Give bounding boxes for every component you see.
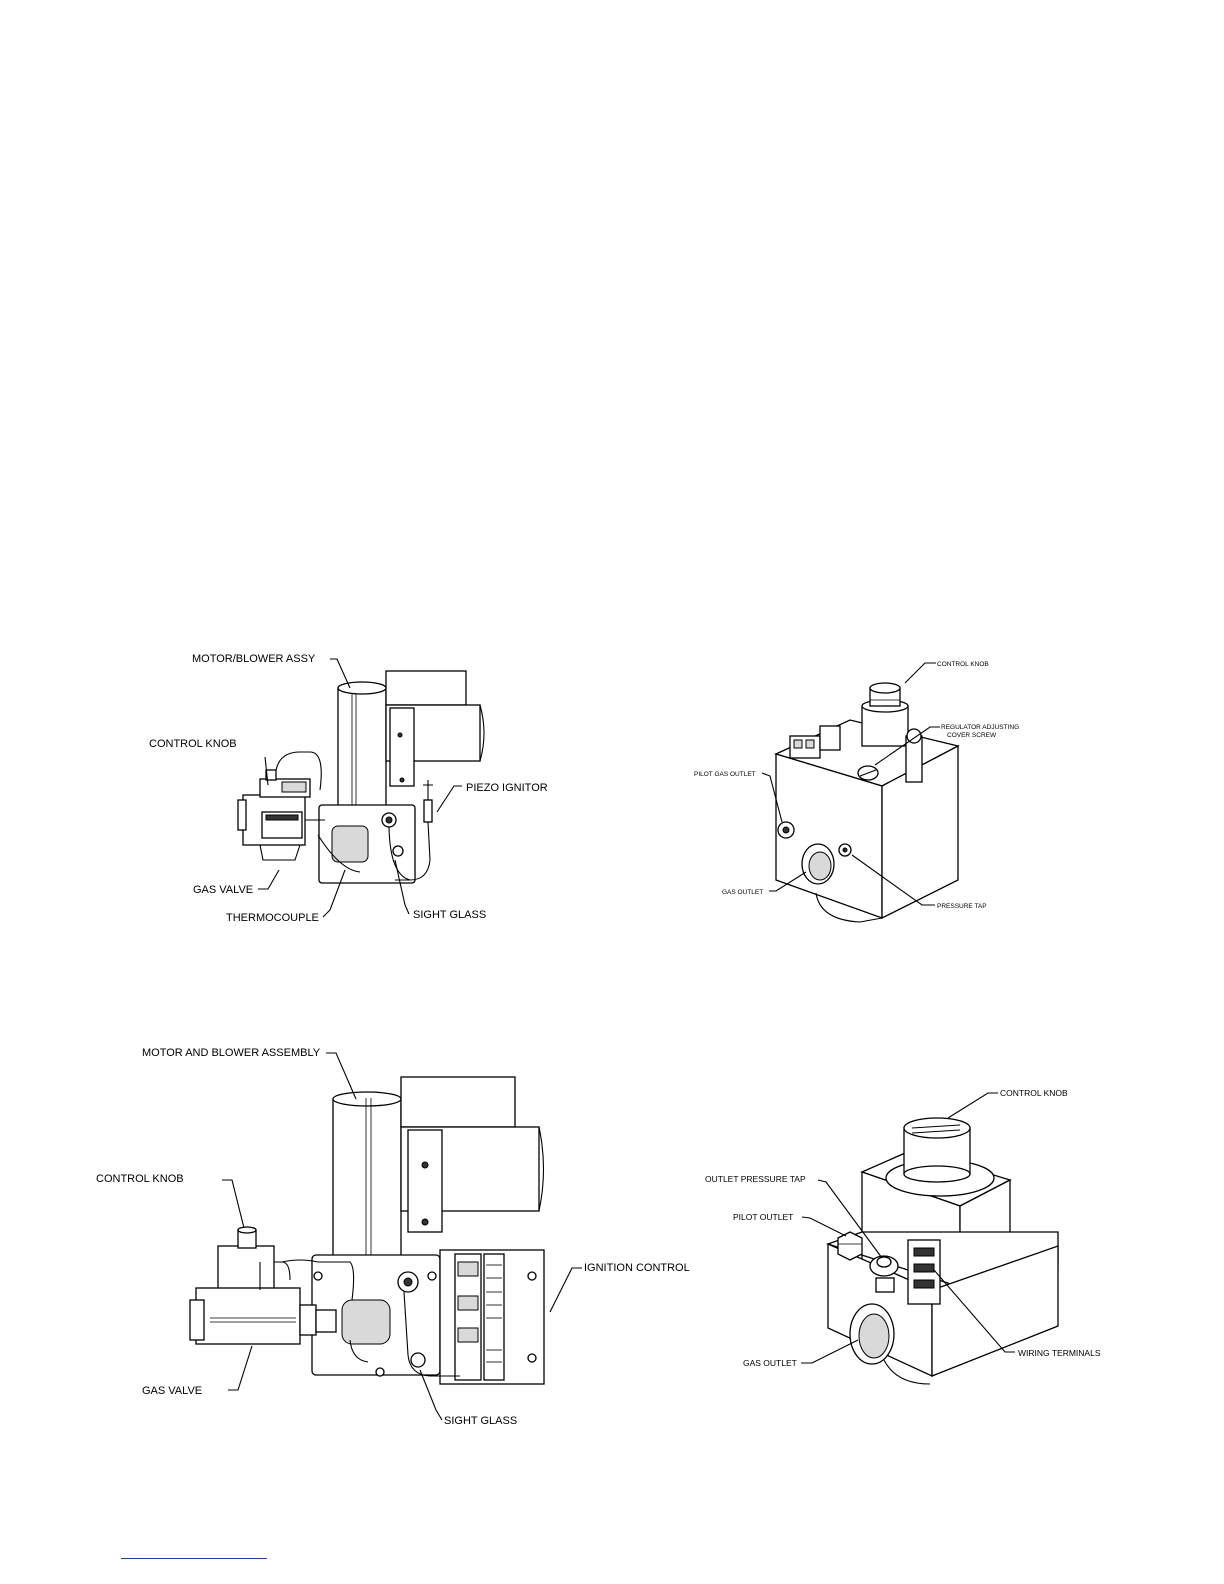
callout-control-knob-2: CONTROL KNOB — [937, 661, 989, 668]
callout-piezo-ignitor: PIEZO IGNITOR — [466, 782, 548, 794]
callout-motor-blower-assembly: MOTOR AND BLOWER ASSEMBLY — [142, 1047, 321, 1059]
callout-gas-valve: GAS VALVE — [193, 884, 253, 896]
callout-outlet-pressure-tap: OUTLET PRESSURE TAP — [705, 1174, 806, 1184]
callout-gas-outlet-2: GAS OUTLET — [743, 1358, 797, 1368]
blower-housing — [337, 687, 387, 811]
callout-sight-glass: SIGHT GLASS — [413, 909, 486, 921]
pilot-outlet — [837, 1231, 863, 1261]
callout-control-knob-4: CONTROL KNOB — [1000, 1088, 1068, 1098]
callout-pilot-outlet: PILOT OUTLET — [733, 1212, 793, 1222]
gas-valve-bottom-drawing — [801, 1092, 1059, 1385]
callout-regulator-line2: COVER SCREW — [947, 732, 997, 739]
callout-control-knob-3: CONTROL KNOB — [96, 1173, 184, 1185]
gas-valve-lower — [195, 1287, 301, 1345]
control-knob — [861, 705, 909, 747]
callout-motor-blower-assy: MOTOR/BLOWER ASSY — [192, 653, 316, 665]
callout-control-knob: CONTROL KNOB — [149, 738, 237, 750]
footer-rule — [121, 1558, 267, 1559]
callout-gas-outlet: GAS OUTLET — [722, 889, 763, 896]
callout-thermocouple: THERMOCOUPLE — [226, 912, 319, 924]
callout-sight-glass-2: SIGHT GLASS — [444, 1415, 517, 1427]
callout-pilot-gas-outlet: PILOT GAS OUTLET — [694, 771, 756, 778]
callout-ignition-control: IGNITION CONTROL — [584, 1262, 690, 1274]
callout-wiring-terminals: WIRING TERMINALS — [1018, 1348, 1101, 1358]
blower-housing-2 — [332, 1098, 402, 1258]
motor-cover — [385, 670, 467, 706]
burner-assembly-bottom-drawing — [189, 1052, 582, 1421]
gas-valve-top-drawing — [761, 662, 960, 923]
callout-pressure-tap: PRESSURE TAP — [937, 903, 987, 910]
callout-gas-valve-2: GAS VALVE — [142, 1385, 202, 1397]
gas-valve-bottom-body — [217, 1245, 275, 1291]
motor-cover-2 — [400, 1076, 516, 1128]
burner-assembly-top-drawing — [237, 658, 485, 918]
callout-regulator-line1: REGULATOR ADJUSTING — [941, 724, 1019, 731]
